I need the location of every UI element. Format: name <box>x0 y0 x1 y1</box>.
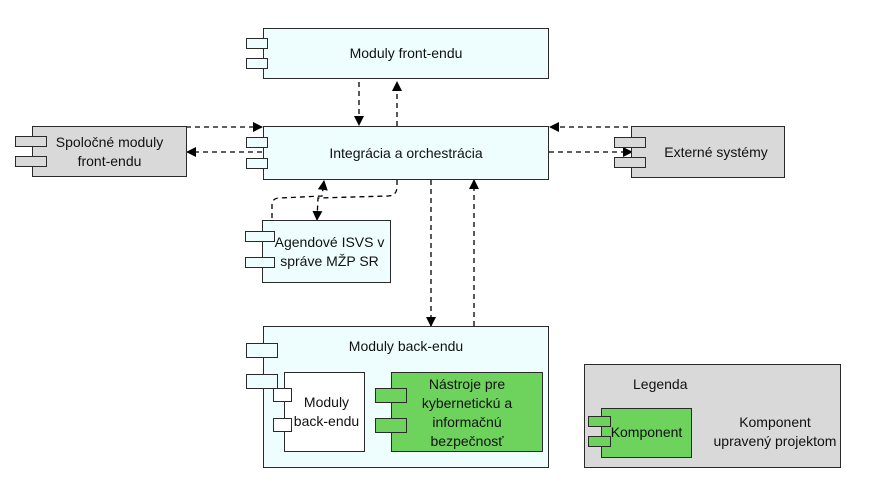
label-line: Komponent <box>739 414 811 430</box>
label-line: bezpečnosť <box>430 433 504 449</box>
legend-sample-label: Komponent <box>610 424 683 440</box>
legend-sample-component: Komponent <box>601 408 692 458</box>
component-tab-icon <box>15 136 47 147</box>
label-line: Moduly <box>303 394 350 410</box>
label-line: správe MŽP SR <box>280 253 379 269</box>
component-security-tools[interactable]: Nástroje pre kybernetickú a informačnú b… <box>391 372 543 452</box>
label-line: front-endu <box>77 153 142 169</box>
label-line: upravený projektom <box>713 433 837 449</box>
label-line: back-endu <box>293 413 360 429</box>
external-systems-label: Externé systémy <box>664 144 768 160</box>
component-tab-icon <box>15 156 47 167</box>
component-agendove-isvs[interactable]: Agendové ISVS v správe MŽP SR <box>262 220 391 283</box>
back-end-inner-label: Moduly back-endu <box>289 393 364 431</box>
common-front-end-label: Spoločné moduly front-endu <box>33 133 186 171</box>
connector-integration-to-agendove <box>312 180 398 221</box>
label-line: informačnú <box>432 414 502 430</box>
back-end-label: Moduly back-endu <box>348 338 464 354</box>
component-tab-icon <box>246 38 268 49</box>
component-tab-icon <box>245 257 275 268</box>
component-tab-icon <box>614 157 646 168</box>
front-end-label: Moduly front-endu <box>349 45 463 61</box>
component-tab-icon <box>588 416 611 427</box>
component-tab-icon <box>273 418 292 432</box>
component-tab-icon <box>246 58 268 69</box>
component-common-front-end[interactable]: Spoločné moduly front-endu <box>32 126 187 177</box>
agendove-isvs-label: Agendové ISVS v správe MŽP SR <box>269 233 390 271</box>
component-external-systems[interactable]: Externé systémy <box>631 126 785 178</box>
component-tab-icon <box>246 137 268 148</box>
component-tab-icon <box>246 374 278 389</box>
security-tools-label: Nástroje pre kybernetickú a informačnú b… <box>392 375 542 451</box>
legend-description: Komponent upravený projektom <box>705 413 845 451</box>
label-line: Agendové ISVS v <box>274 234 385 250</box>
label-line: Spoločné moduly <box>55 134 164 150</box>
component-tab-icon <box>246 158 268 169</box>
component-tab-icon <box>614 137 646 148</box>
integration-label: Integrácia a orchestrácia <box>329 145 483 161</box>
component-integration[interactable]: Integrácia a orchestrácia <box>263 126 549 180</box>
component-tab-icon <box>273 388 292 402</box>
component-tab-icon <box>375 418 407 433</box>
component-tab-icon <box>246 343 278 358</box>
component-tab-icon <box>245 231 275 242</box>
component-tab-icon <box>375 388 407 403</box>
label-line: kybernetickú a <box>421 395 513 411</box>
connector-agendove-to-integration <box>271 180 328 218</box>
component-back-end-inner[interactable]: Moduly back-endu <box>284 372 365 452</box>
component-tab-icon <box>588 436 611 447</box>
component-front-end[interactable]: Moduly front-endu <box>263 28 549 79</box>
legend-title: Legenda <box>633 376 688 392</box>
label-line: Nástroje pre <box>428 376 506 392</box>
